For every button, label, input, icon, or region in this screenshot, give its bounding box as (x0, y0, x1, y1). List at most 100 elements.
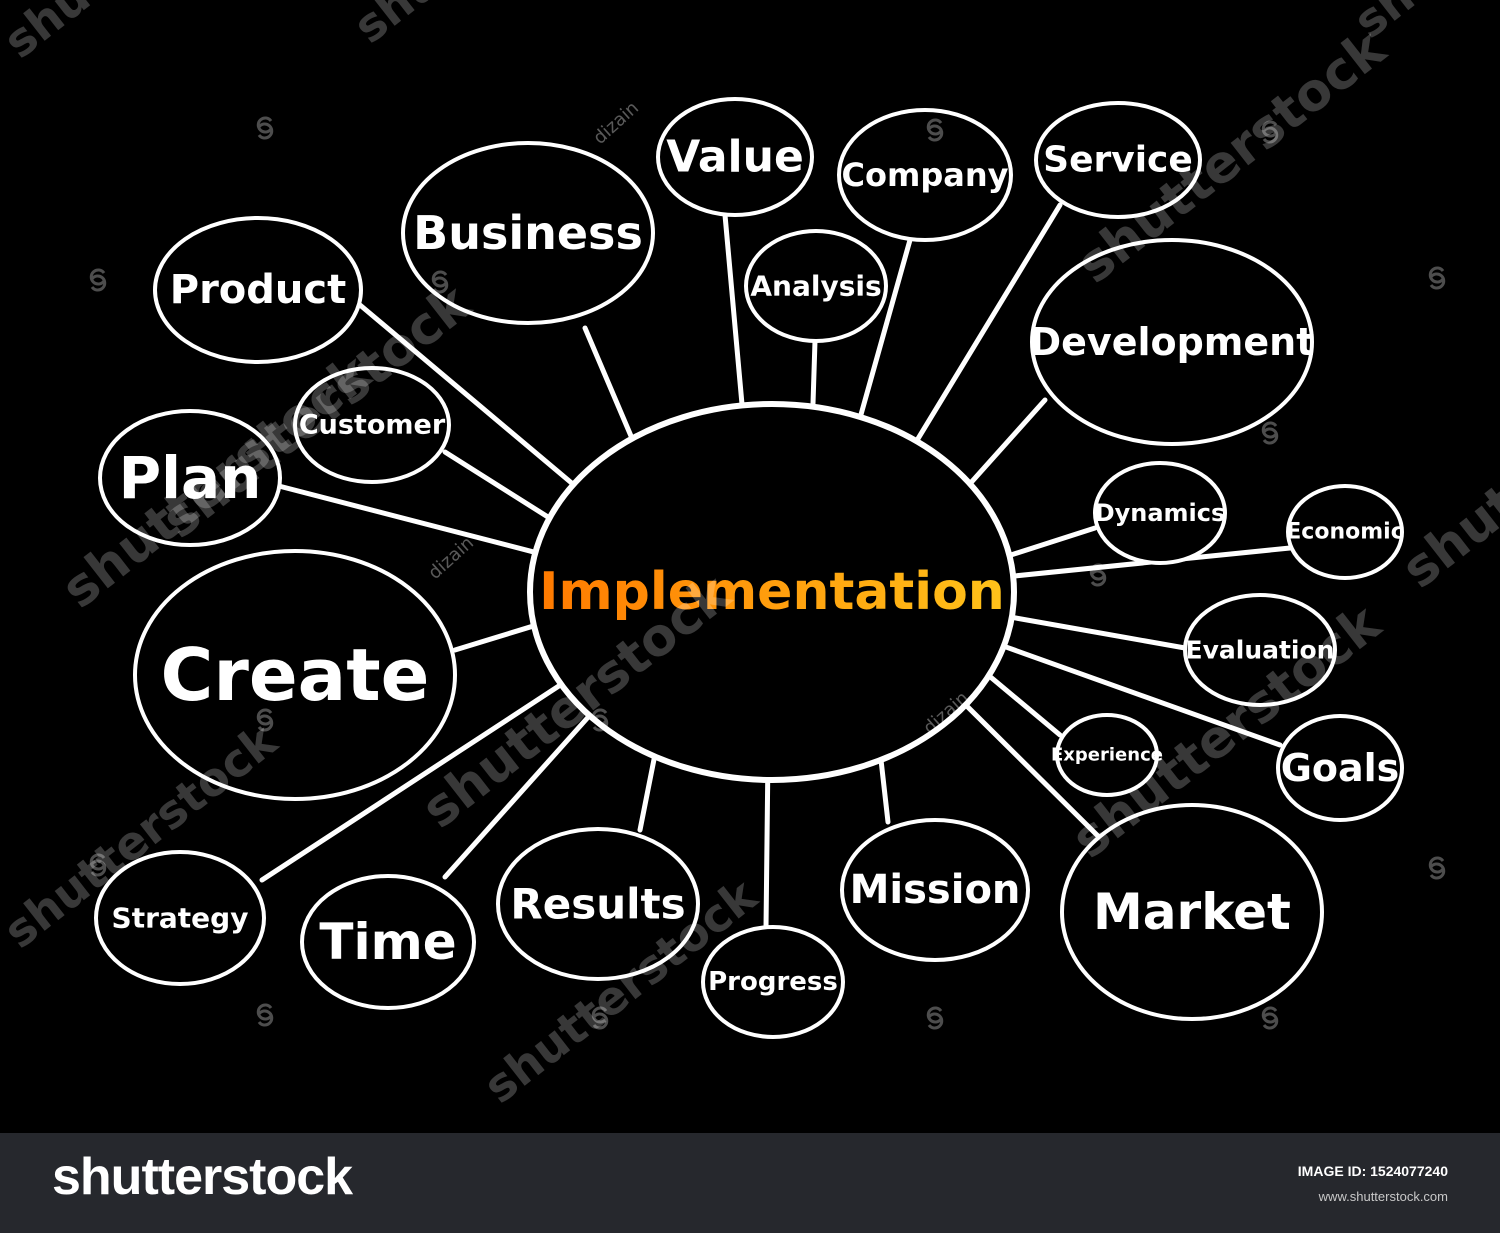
node-development: Development (1030, 238, 1315, 446)
node-business-ellipse (401, 141, 655, 325)
node-development-ellipse (1030, 238, 1314, 446)
node-evaluation-ellipse (1183, 593, 1337, 707)
watermark-mark-icon (1428, 856, 1446, 880)
node-goals: Goals (1276, 714, 1404, 822)
node-service: Service (1034, 101, 1202, 219)
watermark-mark-icon (431, 270, 449, 294)
connector-business (582, 325, 635, 442)
connector-create (452, 623, 537, 653)
node-analysis-ellipse (744, 229, 888, 343)
center-node-label: Implementation (539, 562, 1005, 622)
node-plan-ellipse (98, 409, 282, 547)
node-market-ellipse (1060, 803, 1324, 1021)
connector-strategy (259, 681, 564, 883)
node-economic-ellipse (1286, 484, 1404, 580)
watermark-mark-icon (256, 708, 274, 732)
node-plan-label: Plan (119, 444, 262, 512)
watermark-mark-icon (1089, 563, 1107, 587)
node-results-ellipse (496, 827, 700, 981)
watermark-mark-icon (89, 853, 107, 877)
connector-service (914, 202, 1063, 444)
connector-experience (986, 673, 1063, 738)
connector-customer (442, 449, 552, 521)
watermark-mark-icon (926, 118, 944, 142)
site-url: www.shutterstock.com (1318, 1189, 1448, 1204)
node-create: Create (133, 549, 457, 801)
node-analysis: Analysis (744, 229, 888, 343)
shutterstock-logo: shutterstock (52, 1148, 353, 1206)
node-strategy-label: Strategy (112, 902, 249, 935)
node-dynamics-label: Dynamics (1095, 499, 1226, 527)
connector-progress (763, 777, 771, 931)
node-create-ellipse (133, 549, 457, 801)
watermark-mark-icon (1428, 266, 1446, 290)
node-results: Results (496, 827, 700, 981)
node-market-label: Market (1093, 883, 1291, 941)
connector-plan (272, 482, 538, 555)
connectors (259, 202, 1293, 931)
node-plan: Plan (98, 409, 282, 547)
connector-time (442, 713, 593, 880)
node-progress: Progress (701, 925, 845, 1039)
node-create-label: Create (160, 633, 429, 717)
node-dynamics-ellipse (1093, 461, 1227, 565)
node-progress-label: Progress (708, 967, 838, 997)
node-business: Business (401, 141, 655, 325)
watermark-text: shutterstock (0, 0, 288, 69)
node-customer: Customer (293, 366, 451, 484)
connector-value (722, 212, 745, 408)
node-customer-ellipse (293, 366, 451, 484)
watermark-mark-icon (89, 268, 107, 292)
node-strategy-ellipse (94, 850, 266, 986)
watermark-mark-icon (1261, 1006, 1279, 1030)
connector-analysis (810, 338, 818, 410)
watermark-mark-icon (926, 1006, 944, 1030)
node-product: Product (153, 216, 363, 364)
node-company: Company (837, 108, 1013, 242)
node-business-label: Business (413, 206, 643, 260)
node-mission: Mission (840, 818, 1030, 962)
node-product-ellipse (153, 216, 363, 364)
node-time-ellipse (300, 874, 476, 1010)
watermark-author: dizain (589, 97, 643, 148)
node-value: Value (656, 97, 814, 217)
node-economic: Economic (1286, 484, 1404, 580)
nodes: Product Business Value Company ServiceAnalys… (94, 97, 1404, 1039)
connector-market (963, 702, 1103, 841)
node-company-label: Company (842, 156, 1009, 194)
watermark-text: shutterstock (344, 0, 638, 54)
connector-evaluation (1009, 614, 1188, 651)
node-results-label: Results (510, 880, 685, 929)
node-goals-ellipse (1276, 714, 1404, 822)
node-evaluation-label: Evaluation (1186, 636, 1335, 665)
connector-dynamics (1006, 525, 1098, 558)
node-product-label: Product (170, 267, 346, 313)
connector-results (637, 753, 658, 833)
center-node-ellipse (527, 401, 1017, 783)
watermark-mark-icon (256, 116, 274, 140)
connector-company (857, 237, 913, 420)
watermark-mark-icon (1261, 120, 1279, 144)
node-time: Time (300, 874, 476, 1010)
node-customer-label: Customer (299, 410, 446, 441)
connector-development (967, 397, 1048, 487)
watermark-mark-icon (591, 1006, 609, 1030)
node-dynamics: Dynamics (1093, 461, 1227, 565)
node-mission-ellipse (840, 818, 1030, 962)
watermark-text: shutterstock (1391, 323, 1500, 601)
node-experience-ellipse (1055, 713, 1159, 797)
watermark-mark-icon (591, 708, 609, 732)
node-experience-label: Experience (1051, 745, 1163, 766)
node-evaluation: Evaluation (1183, 593, 1337, 707)
node-value-ellipse (656, 97, 814, 217)
watermark-author: dizain (424, 532, 478, 583)
node-service-label: Service (1043, 140, 1193, 181)
node-experience: Experience (1051, 713, 1163, 797)
node-value-label: Value (666, 132, 804, 183)
node-service-ellipse (1034, 101, 1202, 219)
node-progress-ellipse (701, 925, 845, 1039)
node-development-label: Development (1030, 320, 1315, 364)
connector-mission (878, 757, 891, 825)
node-analysis-label: Analysis (750, 270, 881, 303)
node-company-ellipse (837, 108, 1013, 242)
